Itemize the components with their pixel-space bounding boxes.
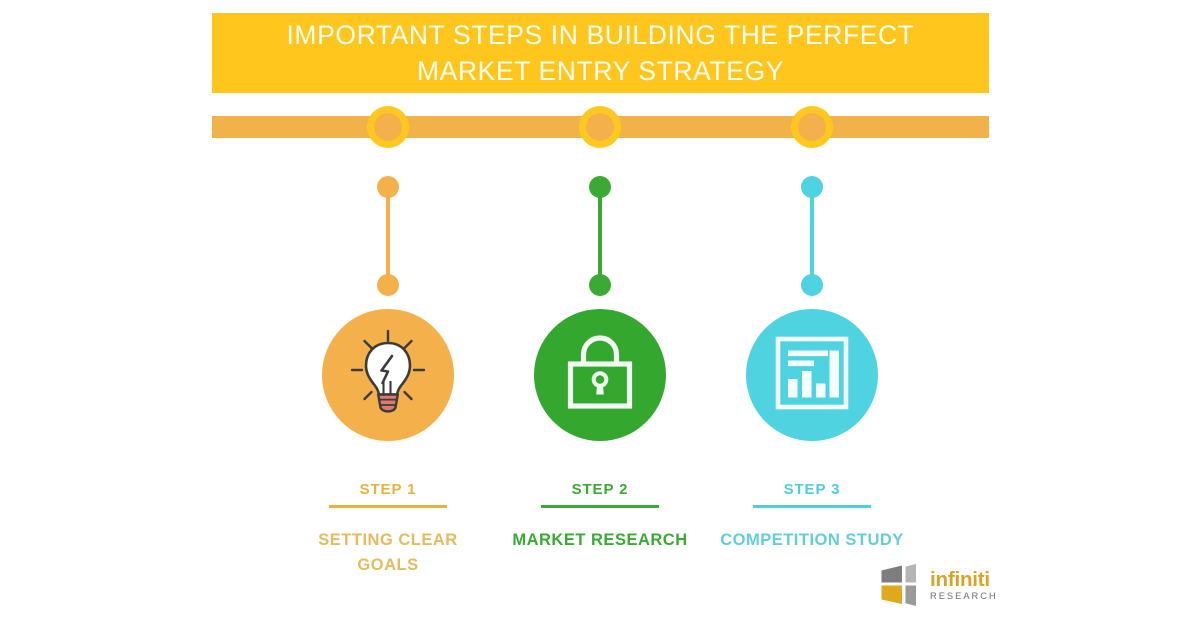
step-1-title: SETTING CLEAR GOALS [258,528,518,578]
lock-icon [557,330,643,421]
step-2-rule [541,505,659,508]
lightbulb-icon [338,323,438,428]
infiniti-logo-mark-icon [878,564,924,606]
title-banner: IMPORTANT STEPS IN BUILDING THE PERFECT … [212,13,989,93]
step-2-caption: STEP 2 MARKET RESEARCH [470,481,730,553]
step-1-number: STEP 1 [359,481,417,498]
connector-step-1 [377,176,399,296]
page-title-line-2: MARKET ENTRY STRATEGY [417,56,784,86]
step-2-title-line-1: MARKET RESEARCH [512,531,688,549]
bar-chart-report-icon [769,330,855,421]
step-2-number: STEP 2 [571,481,629,498]
connector-dot-bottom-2 [589,274,611,296]
infiniti-research-logo[interactable]: infiniti RESEARCH [878,563,996,607]
step-3-icon-circle[interactable] [746,309,878,441]
step-3-rule [753,505,871,508]
timeline-node-3 [791,106,833,148]
step-3-title: COMPETITION STUDY [682,528,942,553]
step-1-title-line-2: GOALS [357,556,419,574]
logo-wordmark: infiniti [930,567,990,591]
logo-subtitle: RESEARCH [930,590,998,601]
timeline-node-3-inner [798,113,826,141]
connector-step-3 [801,176,823,296]
step-3-number: STEP 3 [783,481,841,498]
connector-line-3 [810,186,814,286]
step-1-title-line-1: SETTING CLEAR [318,531,458,549]
timeline-node-1-inner [374,113,402,141]
step-1-icon-circle[interactable] [322,309,454,441]
connector-dot-bottom-3 [801,274,823,296]
page-title-line-1: IMPORTANT STEPS IN BUILDING THE PERFECT [286,20,915,50]
connector-line-2 [598,186,602,286]
timeline-node-2-inner [586,113,614,141]
step-2-icon-circle[interactable] [534,309,666,441]
step-1-rule [329,505,447,508]
step-3-title-line-1: COMPETITION STUDY [720,531,904,549]
connector-step-2 [589,176,611,296]
step-1-caption: STEP 1 SETTING CLEAR GOALS [258,481,518,578]
timeline-node-1 [367,106,409,148]
step-3-caption: STEP 3 COMPETITION STUDY [682,481,942,553]
infiniti-logo-text: infiniti RESEARCH [930,569,998,602]
connector-dot-bottom-1 [377,274,399,296]
timeline-node-2 [579,106,621,148]
step-2-title: MARKET RESEARCH [470,528,730,553]
connector-line-1 [386,186,390,286]
